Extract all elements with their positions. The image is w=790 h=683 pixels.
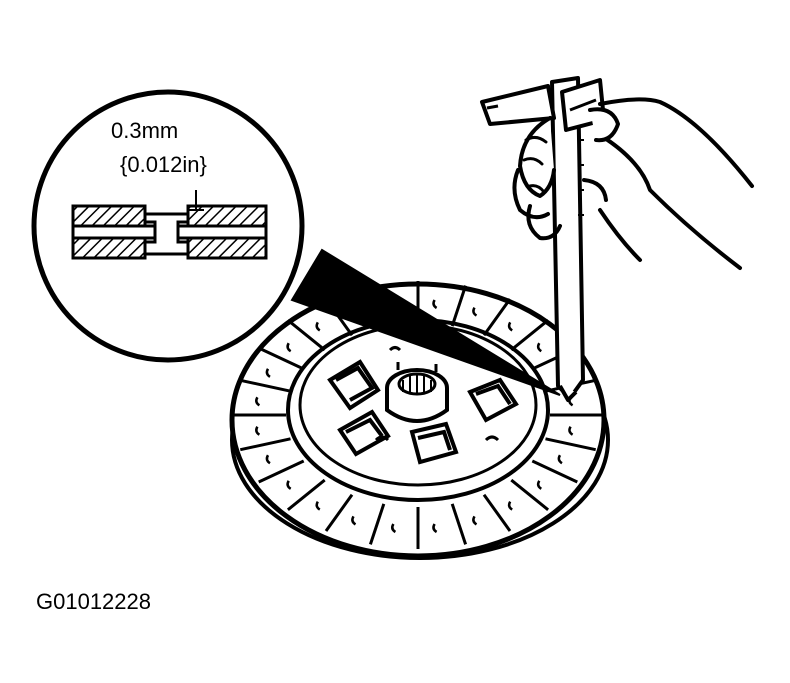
rivet — [315, 500, 321, 511]
rivet-cross-section — [71, 190, 268, 260]
rivet — [286, 342, 292, 353]
lining-rivets — [255, 299, 574, 534]
segment-divider — [531, 459, 578, 484]
magnifier-callout — [31, 89, 305, 363]
rivet — [472, 515, 478, 526]
segment-divider — [368, 503, 386, 545]
segment-divider — [286, 478, 326, 511]
segment-divider — [450, 503, 468, 545]
rivet — [568, 426, 574, 436]
segment-divider — [510, 478, 550, 511]
rivet — [265, 368, 271, 378]
rivet — [315, 321, 321, 332]
segment-divider — [510, 319, 550, 352]
rivet — [507, 500, 513, 511]
rivet — [255, 426, 261, 436]
vernier-caliper — [480, 76, 606, 402]
segment-divider — [450, 285, 468, 327]
segment-divider — [239, 378, 291, 393]
rivet — [265, 454, 271, 465]
segment-divider — [286, 319, 326, 352]
segment-divider — [482, 298, 512, 337]
rivet — [536, 480, 543, 490]
rivet — [391, 523, 397, 534]
splined-hub — [385, 362, 449, 423]
segment-divider — [239, 437, 291, 452]
rivet — [432, 299, 438, 310]
segment-divider — [324, 493, 354, 532]
rivet — [507, 321, 513, 332]
segment-divider — [545, 437, 597, 452]
rivet — [351, 515, 357, 526]
rivet — [286, 480, 292, 490]
figure-code: G01012228 — [36, 589, 151, 614]
segment-divider — [258, 346, 305, 371]
rivet — [557, 454, 563, 465]
rivet — [432, 523, 438, 534]
rivet — [472, 306, 478, 317]
depth-mm-label: 0.3mm — [111, 118, 179, 143]
damper-springs — [327, 359, 519, 465]
rivet — [536, 342, 543, 353]
segment-divider — [258, 459, 305, 484]
depth-inch-label: {0.012in} — [120, 152, 207, 177]
rivet — [255, 396, 261, 407]
callout-pointer — [290, 248, 561, 396]
segment-divider — [482, 493, 512, 532]
stop-pins — [374, 346, 500, 442]
hand — [512, 97, 754, 270]
